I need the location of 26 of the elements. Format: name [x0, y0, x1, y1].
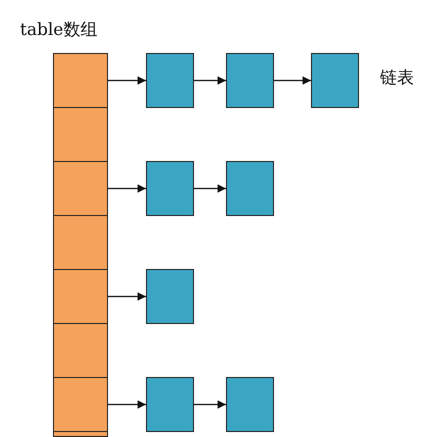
array-title: table数组 [20, 19, 98, 41]
list-node-box [146, 377, 194, 432]
array-cell [53, 107, 108, 162]
arrow [194, 400, 226, 409]
list-node-box [146, 161, 194, 216]
arrow [194, 76, 226, 85]
arrow [194, 184, 226, 193]
array-cell [53, 161, 108, 216]
arrow [108, 76, 146, 85]
list-node-box [146, 53, 194, 108]
list-node-box [226, 161, 274, 216]
array-cell [53, 269, 108, 324]
arrow [108, 184, 146, 193]
list-title: 链表 [380, 67, 414, 89]
arrow [108, 292, 146, 301]
array-cell [53, 53, 108, 108]
arrow [274, 76, 311, 85]
list-node-box [311, 53, 359, 108]
array-cell [53, 323, 108, 378]
array-cell [53, 377, 108, 432]
arrow [108, 400, 146, 409]
list-node-box [226, 53, 274, 108]
array-cell [53, 215, 108, 270]
list-node-box [226, 377, 274, 432]
list-node-box [146, 269, 194, 324]
array-cell [53, 431, 108, 437]
